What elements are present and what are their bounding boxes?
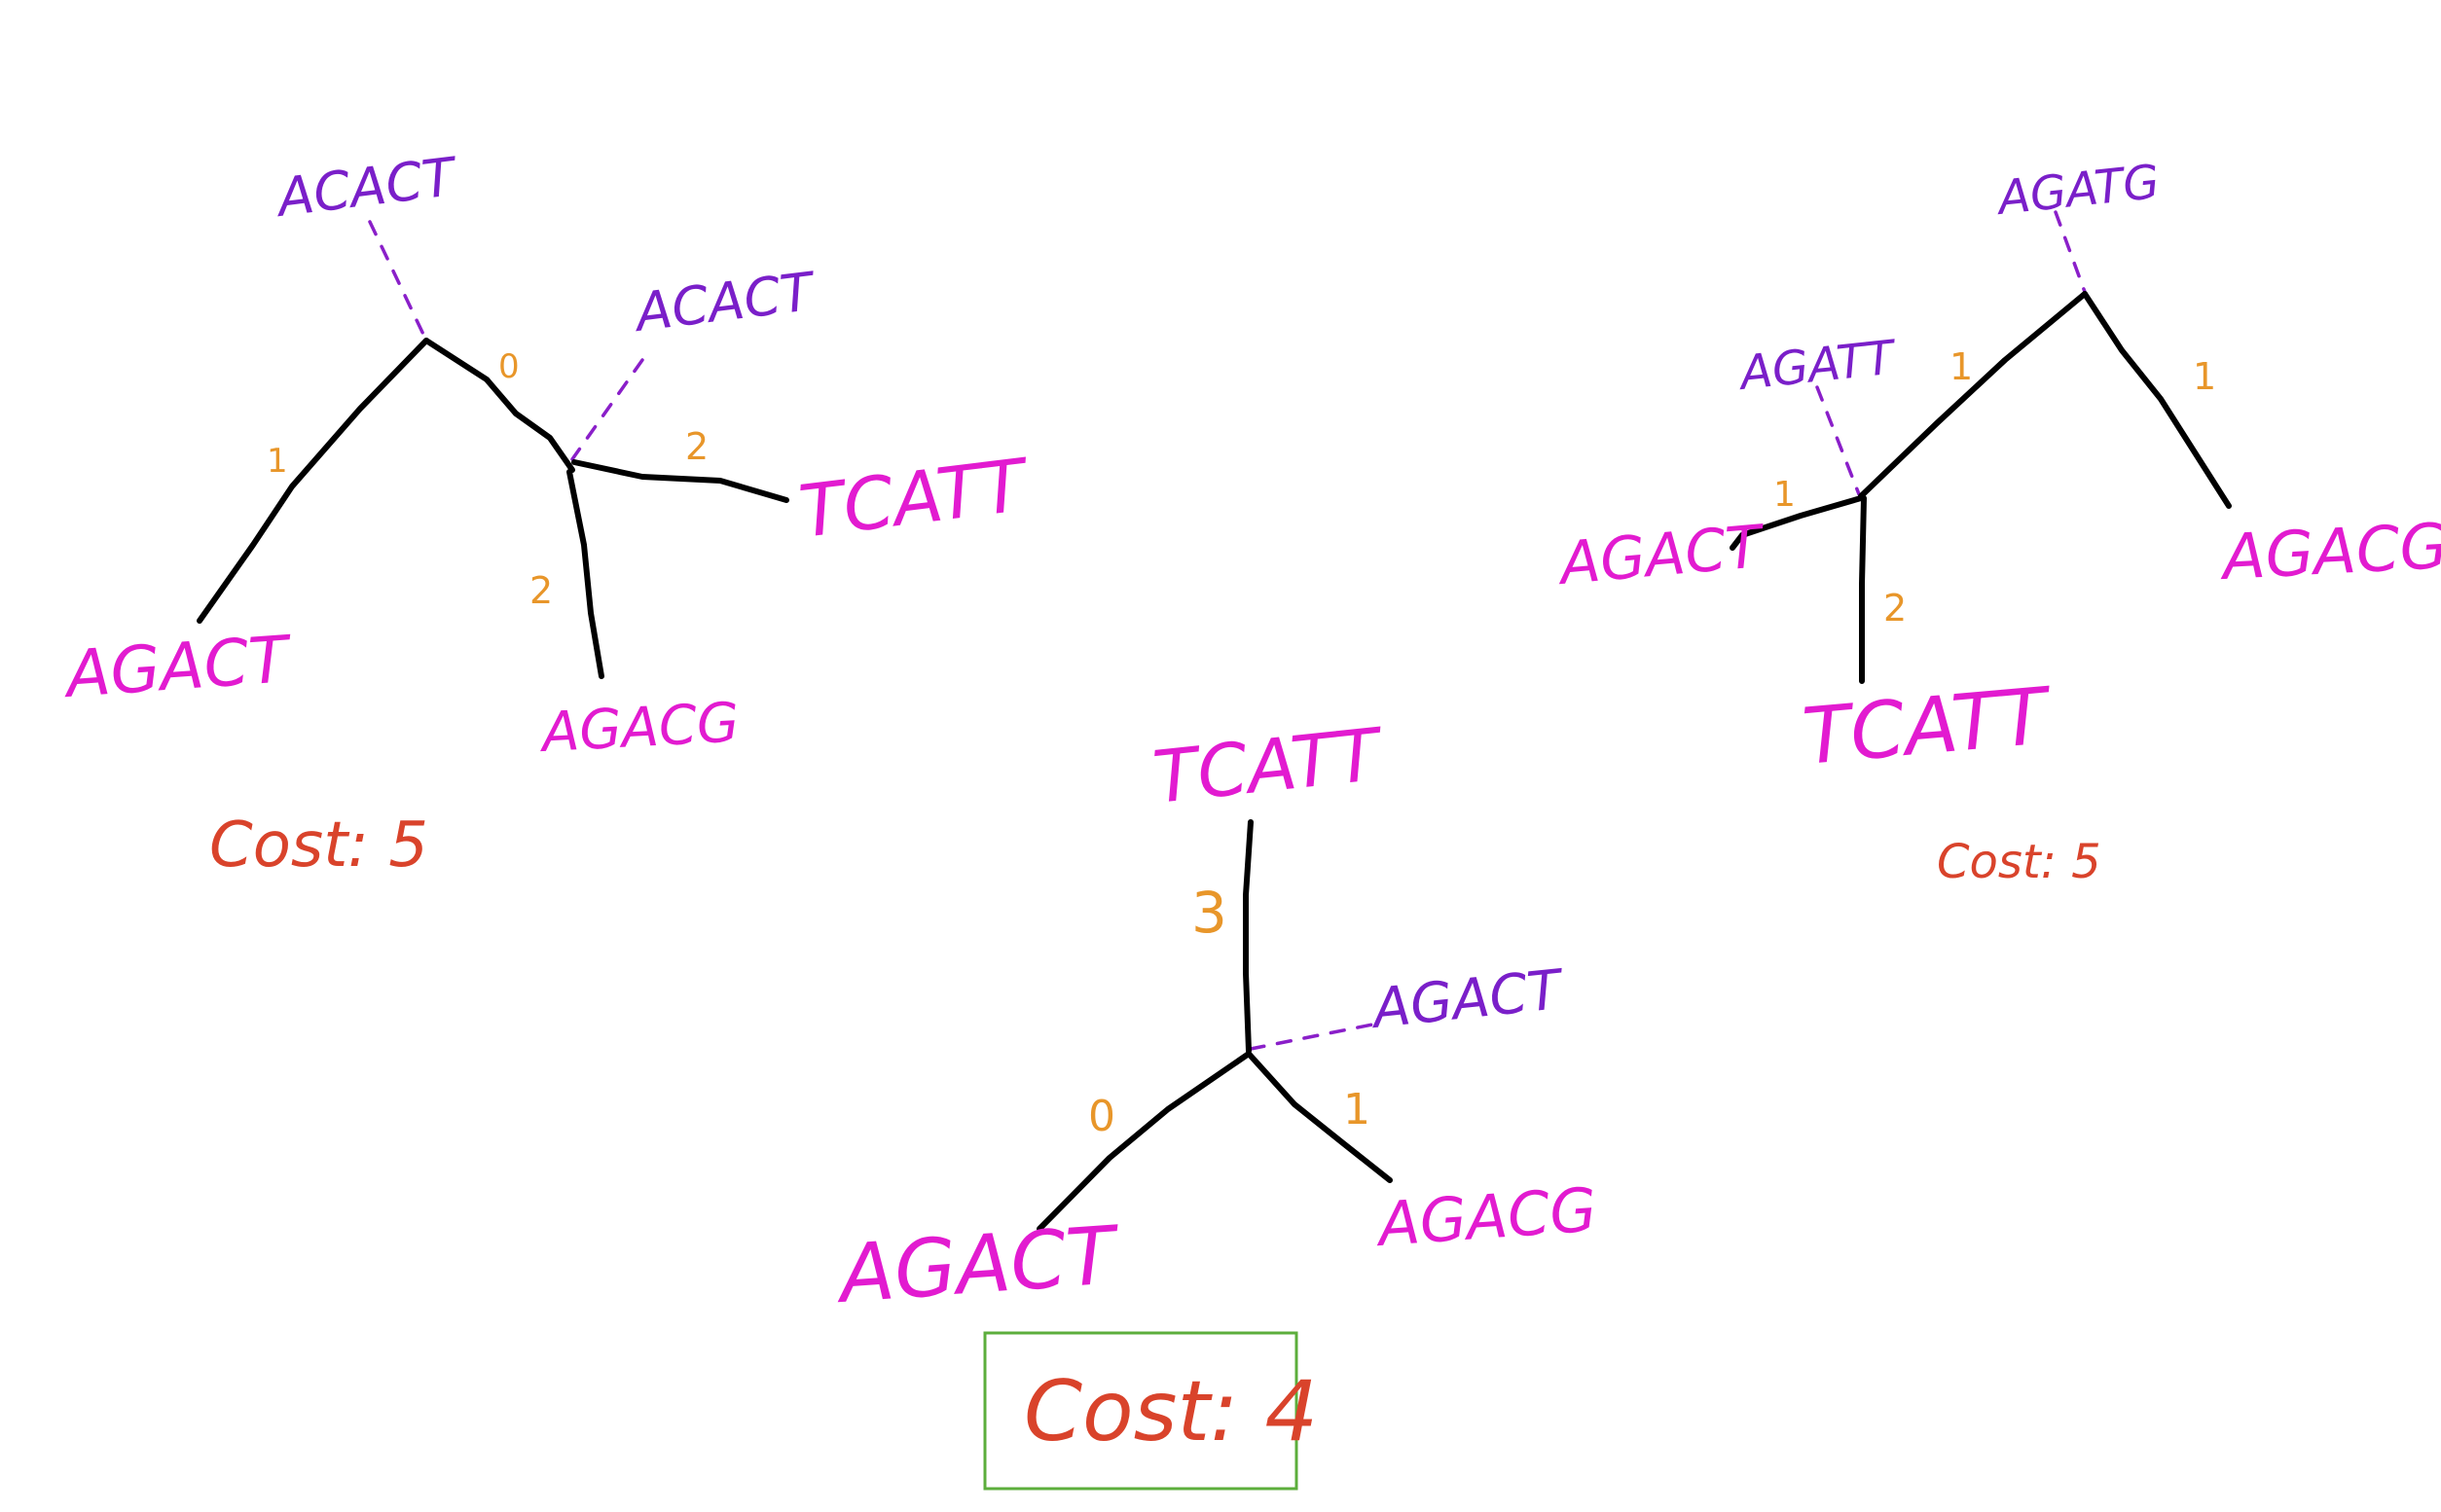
- tree3-weight-top-right: 1: [2193, 355, 2216, 398]
- tree2-weight-top: 3: [1191, 880, 1227, 946]
- tree1-leaf-right-label: TCATT: [795, 443, 1036, 554]
- tree1-ancestor-top-label: ACACT: [272, 146, 462, 230]
- tree3-leaf-bottom-label: TCATT: [1800, 670, 2058, 782]
- tree1-edge-middle: [423, 338, 575, 473]
- tree1-cost-label: Cost: 5: [209, 810, 428, 882]
- tree1-ancestor-mid-link: [570, 358, 644, 461]
- tree1-edge-right: [571, 459, 789, 503]
- tree1-weight-right: 2: [685, 425, 709, 468]
- tree1-ancestor-mid-label: ACACT: [630, 261, 820, 344]
- tree-2: TCATT AGACT AGACT AGACG 3 0 1 Cost: 4: [832, 712, 1599, 1491]
- tree2-cost-label: Cost: 4: [1024, 1363, 1318, 1460]
- tree1-ancestor-top-link: [368, 220, 428, 342]
- tree-1: ACACT ACACT AGACT TCATT AGACG 1 0 2 2 Co…: [60, 146, 1036, 882]
- tree2-weight-right: 1: [1343, 1085, 1370, 1134]
- tree2-ancestor-link: [1249, 1023, 1374, 1051]
- tree1-leaf-bottom-label: AGACG: [537, 691, 741, 765]
- tree3-edge-left: [1730, 495, 1864, 551]
- tree2-leaf-right-label: AGACG: [1372, 1174, 1599, 1261]
- tree3-edge-top-left: [1858, 291, 2088, 499]
- tree3-weight-bottom: 2: [1883, 587, 1907, 630]
- tree3-edge-top-right: [2082, 291, 2232, 509]
- tree3-weight-top-left: 1: [1949, 345, 1973, 388]
- tree1-edge-bottom: [566, 469, 604, 679]
- tree2-ancestor-label: AGACT: [1367, 958, 1568, 1042]
- tree2-edge-right: [1246, 1051, 1393, 1183]
- tree2-leaf-top-label: TCATT: [1149, 712, 1389, 819]
- tree1-leaf-left-label: AGACT: [60, 622, 295, 712]
- tree2-edge-left: [1037, 1051, 1252, 1232]
- tree2-edge-top: [1243, 819, 1254, 1054]
- tree3-leaf-left-label: AGACT: [1553, 513, 1768, 599]
- tree1-weight-left: 1: [267, 442, 288, 481]
- tree3-ancestor-mid-label: AGATT: [1734, 330, 1900, 401]
- tree1-weight-middle: 0: [498, 347, 520, 386]
- tree-3: AGATG AGATT AGACT TCATT AGACG 1 1 1 2 Co…: [1553, 155, 2441, 889]
- tree3-weight-left: 1: [1773, 475, 1796, 515]
- tree3-edge-bottom: [1859, 495, 1867, 684]
- tree2-best-cost-box: [983, 1331, 1298, 1491]
- tree3-cost-label: Cost: 5: [1937, 835, 2101, 889]
- tree2-leaf-left-label: AGACT: [832, 1209, 1124, 1321]
- tree3-leaf-right-label: AGACG: [2217, 511, 2441, 594]
- tree1-edge-left: [197, 338, 429, 624]
- tree3-ancestor-top-link: [2054, 210, 2087, 294]
- tree2-weight-left: 0: [1088, 1092, 1115, 1141]
- tree1-weight-bottom: 2: [529, 569, 553, 612]
- tree3-ancestor-mid-link: [1815, 385, 1861, 496]
- tree3-ancestor-top-label: AGATG: [1992, 155, 2162, 226]
